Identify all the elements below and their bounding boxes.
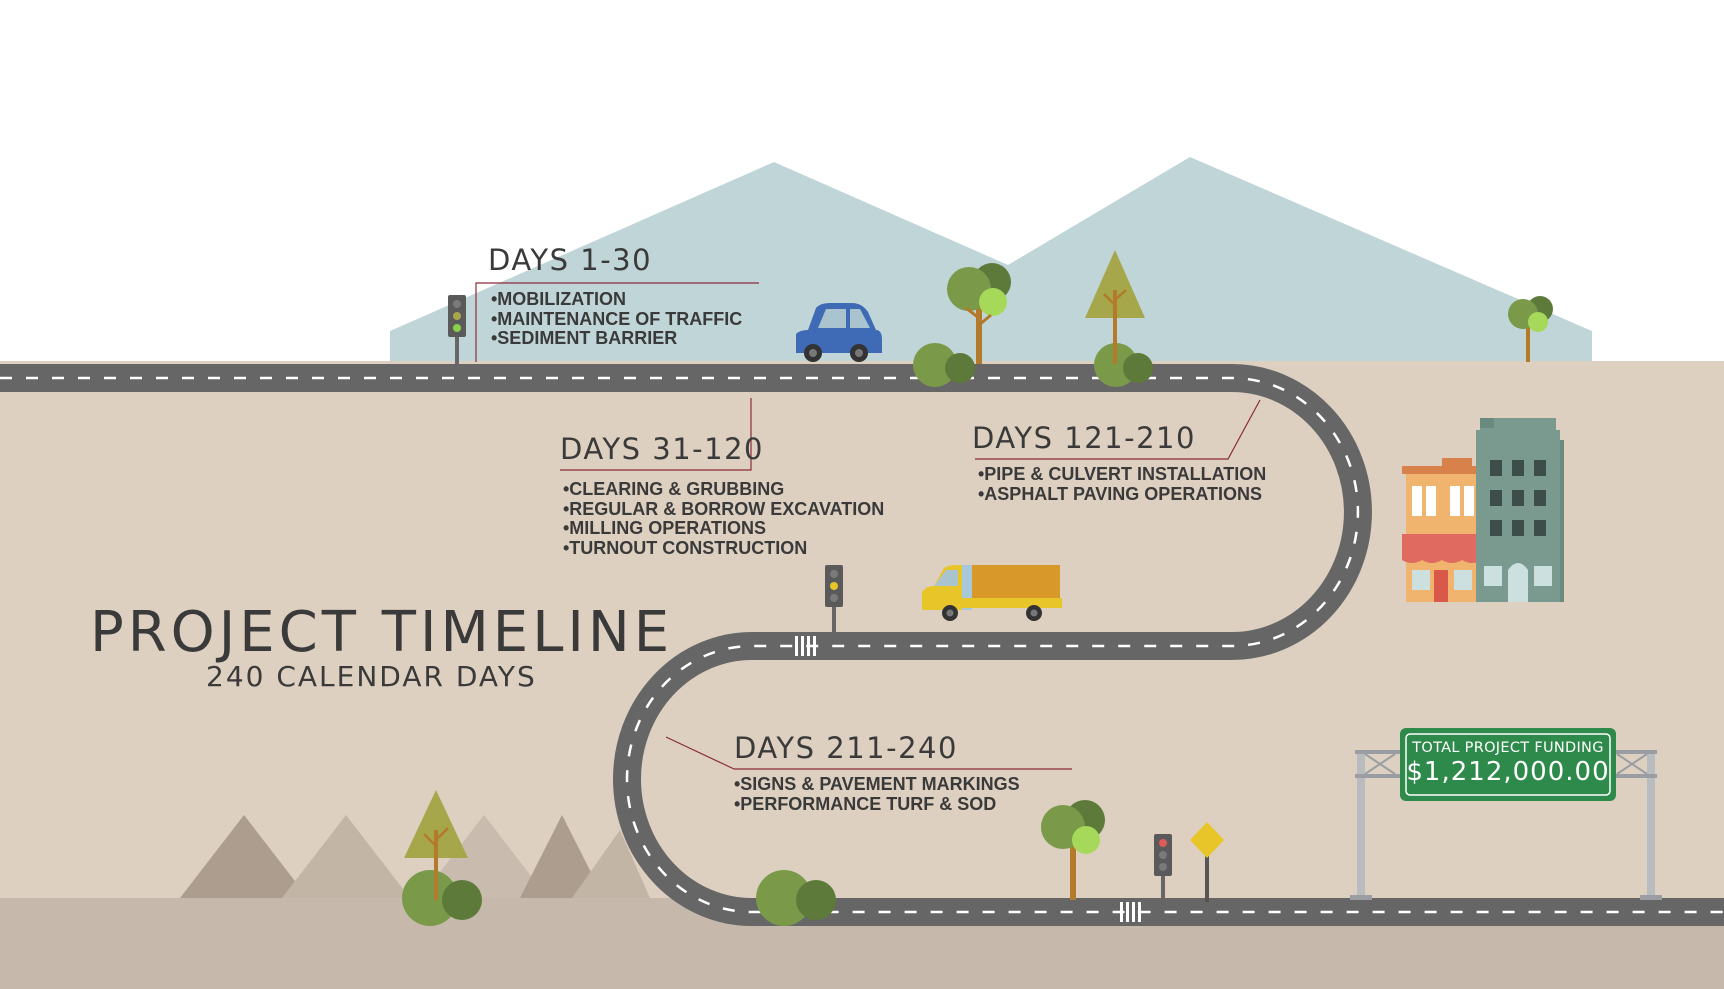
crosswalk xyxy=(795,636,816,656)
traffic-light-icon xyxy=(1154,834,1172,902)
warning-sign-icon xyxy=(1190,822,1224,902)
overhead-sign-gantry xyxy=(1350,728,1662,900)
phase-2-task: •REGULAR & BORROW EXCAVATION xyxy=(563,498,885,519)
tree-icon xyxy=(1041,800,1105,900)
pine-tree-icon xyxy=(404,790,468,900)
bush-icon xyxy=(1094,343,1153,387)
phase-2-task: •MILLING OPERATIONS xyxy=(563,518,766,538)
phase-2-task: •CLEARING & GRUBBING xyxy=(563,479,785,499)
phase-3-title: DAYS 121-210 xyxy=(972,421,1196,455)
pine-tree-icon xyxy=(1085,250,1145,364)
blue-mountains xyxy=(390,157,1592,362)
phase-3-task: •ASPHALT PAVING OPERATIONS xyxy=(978,483,1262,504)
phase-4-tasks: •SIGNS & PAVEMENT MARKINGS •PERFORMANCE … xyxy=(734,774,1020,814)
brown-mountains xyxy=(180,815,650,898)
blue-car-icon xyxy=(796,303,882,362)
winding-road xyxy=(0,364,1724,926)
bush-icon xyxy=(756,870,836,926)
funding-caption: TOTAL PROJECT FUNDING xyxy=(1412,740,1604,756)
ground xyxy=(0,361,1724,900)
phase-1-task: •MAINTENANCE OF TRAFFIC xyxy=(491,308,743,329)
traffic-light-icon xyxy=(825,565,843,634)
phase-2-task: •TURNOUT CONSTRUCTION xyxy=(563,537,808,558)
phase-1-title: DAYS 1-30 xyxy=(488,243,653,277)
phase-2-title: DAYS 31-120 xyxy=(560,432,764,466)
funding-amount: $1,212,000.00 xyxy=(1406,757,1610,787)
bush-icon xyxy=(913,343,975,387)
leader-lines xyxy=(475,282,1261,770)
page-title: PROJECT TIMELINE xyxy=(90,600,674,665)
bush-icon xyxy=(402,870,482,926)
phase-2-tasks: •CLEARING & GRUBBING •REGULAR & BORROW E… xyxy=(563,479,885,558)
phase-1-tasks: •MOBILIZATION •MAINTENANCE OF TRAFFIC •S… xyxy=(491,289,743,349)
tree-icon xyxy=(947,263,1011,364)
delivery-truck-icon xyxy=(922,565,1062,621)
buildings-icon xyxy=(1402,418,1564,602)
phase-3-tasks: •PIPE & CULVERT INSTALLATION •ASPHALT PA… xyxy=(978,464,1267,504)
phase-1-task: •SEDIMENT BARRIER xyxy=(491,328,678,348)
phase-4-task: •SIGNS & PAVEMENT MARKINGS xyxy=(734,774,1020,794)
phase-1-task: •MOBILIZATION xyxy=(491,289,626,309)
phase-4-task: •PERFORMANCE TURF & SOD xyxy=(734,793,997,814)
crosswalk xyxy=(1120,902,1141,922)
traffic-light-icon xyxy=(448,295,466,364)
page-subtitle: 240 CALENDAR DAYS xyxy=(206,660,537,693)
phase-3-task: •PIPE & CULVERT INSTALLATION xyxy=(978,464,1267,484)
phase-4-title: DAYS 211-240 xyxy=(734,731,958,765)
tree-icon xyxy=(1508,296,1553,362)
